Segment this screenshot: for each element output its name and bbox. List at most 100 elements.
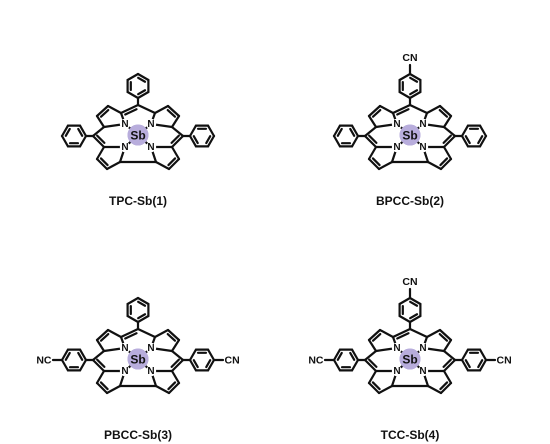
- left-aryl-ring-bond: [78, 348, 88, 362]
- pyrrole-ring-d-double-bond: [439, 381, 449, 391]
- pyrrole-ring-c-bond: [367, 145, 378, 161]
- pyrrole-ring-d-bond: [167, 157, 181, 171]
- pyrrole-ring-b-bond: [153, 328, 170, 339]
- left-aryl-ring-double-bond: [64, 127, 71, 137]
- top-aryl-ring-double-bond: [409, 300, 419, 307]
- pyrrole-ring-c-double-bond: [99, 381, 109, 391]
- metal-halo-front: [127, 124, 149, 146]
- meso-bond: [363, 125, 378, 138]
- pyrrole-ring-a-bond: [378, 104, 395, 115]
- meso-bond: [391, 103, 412, 115]
- pyrrole-ring-c-bond: [367, 381, 381, 395]
- pyrrole-ring-c-double-bond: [371, 157, 381, 167]
- meso-bond: [363, 358, 378, 373]
- left-aryl-ring-bond: [78, 134, 88, 148]
- metal-halo-front: [127, 348, 149, 370]
- nitrogen-atom: N: [121, 343, 128, 354]
- nitrogen-atom-bg: [391, 118, 403, 130]
- left-aryl-ring-double-bond: [77, 127, 84, 137]
- top-aryl-ring-bond: [126, 72, 140, 82]
- right-aryl-ring-bond: [206, 358, 216, 372]
- left-aryl-ring-double-bond: [349, 127, 356, 137]
- pyrrole-ring-a-bond: [378, 328, 395, 339]
- pyrrole-ring-c-bond: [377, 384, 394, 395]
- top-aryl-ring-bond: [408, 72, 422, 82]
- meso-bond: [442, 349, 457, 362]
- pyrrole-ring-b-bond: [442, 114, 453, 129]
- right-aryl-ring-bond: [478, 124, 488, 138]
- meso-bond: [170, 134, 185, 149]
- antimony-atom: Sb: [402, 353, 417, 367]
- nitrogen-atom: N: [147, 366, 154, 377]
- meso-double-bond: [96, 358, 106, 368]
- left-aryl-ring-bond: [350, 124, 360, 138]
- pyrrole-ring-a-bond: [95, 328, 110, 342]
- pyrrole-ring-d-bond: [170, 145, 181, 161]
- label-tcc-sb-4: TCC-Sb(4): [381, 428, 440, 442]
- nitrogen-atom-bg: [145, 141, 157, 153]
- top-aryl-nitrile-label: CN: [402, 52, 417, 64]
- metal-halo-front: [399, 124, 421, 146]
- meso-double-bond: [96, 134, 106, 144]
- meso-bond: [119, 103, 140, 115]
- right-aryl-ring-double-bond: [477, 359, 484, 369]
- meso-bond: [136, 327, 157, 339]
- top-aryl-ring-bond: [136, 314, 150, 324]
- metal-halo-front: [399, 348, 421, 370]
- pyrrole-ring-b-bond: [153, 104, 170, 115]
- left-aryl-ring-bond: [60, 134, 70, 148]
- meso-bond: [136, 103, 157, 115]
- pyrrole-ring-a-double-bond: [371, 332, 382, 342]
- nitrogen-atom-bg: [391, 365, 403, 377]
- meso-bond: [170, 125, 185, 138]
- nitrogen-atom-bg: [145, 118, 157, 130]
- right-aryl-ring-bond: [206, 134, 216, 148]
- meso-bond: [442, 358, 457, 373]
- left-aryl-ring-bond: [332, 134, 342, 148]
- pyrrole-ring-c-double-bond: [99, 157, 109, 167]
- pyrrole-ring-b-double-bond: [438, 108, 449, 118]
- pyrrole-ring-d-bond: [154, 384, 171, 395]
- top-aryl-ring-double-bond: [137, 313, 147, 320]
- left-aryl-ring-double-bond: [77, 351, 84, 361]
- top-aryl-ring-bond: [126, 90, 140, 100]
- left-aryl-ring-bond: [60, 358, 70, 372]
- pyrrole-ring-b-bond: [425, 104, 442, 115]
- pyrrole-ring-b-bond: [438, 328, 453, 342]
- meso-double-bond: [396, 332, 410, 340]
- pyrrole-ring-a-bond: [367, 338, 378, 353]
- top-aryl-ring-double-bond: [409, 89, 419, 96]
- meso-bond: [442, 134, 457, 149]
- right-aryl-ring-bond: [478, 134, 488, 148]
- nitrogen-atom-bg: [417, 342, 429, 354]
- pyrrole-ring-d-bond: [170, 369, 181, 385]
- right-aryl-nitrile-label: CN: [225, 355, 240, 367]
- pyrrole-ring-a-bond: [367, 328, 382, 342]
- nitrogen-atom-bg: [119, 365, 131, 377]
- pyrrole-ring-a-bond: [95, 104, 110, 118]
- right-aryl-ring-bond: [460, 134, 470, 148]
- left-aryl-ring-bond: [60, 124, 70, 138]
- pyrrole-ring-a-bond: [106, 328, 123, 339]
- pyrrole-ring-b-double-bond: [166, 108, 177, 118]
- right-aryl-ring-bond: [460, 358, 470, 372]
- nitrogen-atom: N: [121, 119, 128, 130]
- meso-double-bond: [170, 134, 180, 144]
- pyrrole-ring-a-bond: [95, 338, 106, 353]
- right-aryl-ring-double-bond: [464, 135, 471, 145]
- pyrrole-ring-d-double-bond: [167, 157, 177, 167]
- meso-double-bond: [368, 134, 378, 144]
- pyrrole-ring-d-double-bond: [167, 381, 177, 391]
- top-aryl-ring-bond: [408, 296, 422, 306]
- meso-bond: [363, 349, 378, 362]
- left-aryl-ring-bond: [332, 358, 342, 372]
- top-aryl-ring-bond: [136, 90, 150, 100]
- nitrogen-atom-bg: [119, 141, 131, 153]
- pyrrole-ring-a-bond: [95, 114, 106, 129]
- meso-bond: [91, 134, 106, 149]
- label-bpcc-sb-2: BPCC-Sb(2): [376, 194, 444, 208]
- left-aryl-ring-bond: [78, 124, 88, 138]
- pyrrole-ring-a-bond: [367, 114, 378, 129]
- nitrogen-atom: N: [393, 343, 400, 354]
- left-aryl-ring-bond: [350, 348, 360, 362]
